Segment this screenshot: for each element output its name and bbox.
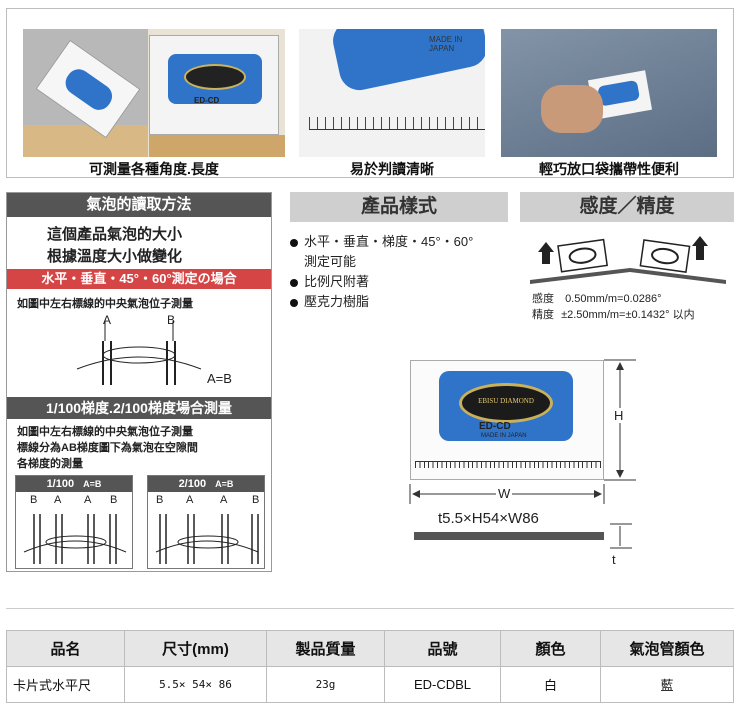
bubble-diagram-horizontal [76, 321, 202, 385]
sensitivity-value: 0.50mm/m=0.0286° [565, 293, 662, 305]
cell-weight: 23g [266, 666, 385, 703]
model-label: ED-CD [479, 421, 511, 432]
cell-code: ED-CDBL [384, 666, 501, 703]
header-code: 品號 [384, 630, 501, 667]
grad2-a1: A [186, 494, 194, 506]
cell-color: 白 [500, 666, 601, 703]
spec-item-2: 比例尺附著 [290, 272, 510, 292]
cell-vial-color: 藍 [600, 666, 734, 703]
header-name: 品名 [6, 630, 125, 667]
gradient-desc-3: 各梯度的測量 [17, 458, 83, 470]
sensitivity-row: 感度 0.50mm/m=0.0286° [532, 290, 661, 306]
header-size: 尺寸(mm) [124, 630, 267, 667]
thickness-label: t [612, 552, 616, 567]
caption-pocket: 輕巧放口袋攜帶性便利 [539, 161, 679, 177]
precision-row: 精度 ±2.50mm/m=±0.1432° 以内 [532, 306, 695, 322]
gradient-1-100-box: 1/100 A=B B A A B [15, 475, 133, 569]
sensitivity-label: 感度 [532, 293, 554, 305]
gradient-1-100-eq: A=B [83, 479, 102, 489]
label-a: A [103, 313, 112, 327]
card-scale [415, 461, 601, 475]
feature-strip: ED-CD MADE IN JAPAN 可測量各種角度.長度 易於判讀清晰 輕巧… [6, 8, 734, 178]
table-row: 卡片式水平尺 5.5× 54× 86 23g ED-CDBL 白 藍 [6, 666, 734, 703]
level-vial [459, 383, 553, 423]
bullet-icon [290, 298, 298, 307]
made-in-label: MADE IN JAPAN [481, 433, 527, 439]
grad1-a2: A [84, 494, 92, 506]
spec-item-3: 壓克力樹脂 [290, 292, 510, 312]
gradient-desc-1: 如圖中左右標線的中央氣泡位子測量 [17, 426, 193, 438]
cell-size: 5.5× 54× 86 [124, 666, 267, 703]
gradient-2-100-title: 2/100 [178, 478, 207, 490]
header-vial-color: 氣泡管顏色 [600, 630, 734, 667]
caption-readable: 易於判讀清晰 [350, 161, 434, 177]
bubble-guide-panel: 氣泡的讀取方法 這個產品氣泡的大小 根據溫度大小做變化 水平・垂直・45°・60… [6, 192, 272, 572]
bubble-guide-title: 氣泡的讀取方法 [7, 193, 271, 217]
horizontal-section-title: 水平・垂直・45°・60°測定の場合 [7, 269, 271, 289]
angle-photo: ED-CD [23, 29, 285, 157]
gradient-desc-2: 標線分為AB梯度圖下為氣泡在空隙間 [17, 442, 198, 454]
product-spec-table: 品名 尺寸(mm) 製品質量 品號 顏色 氣泡管顏色 卡片式水平尺 5.5× 5… [6, 630, 734, 703]
product-card: EBISU DIAMOND ED-CD MADE IN JAPAN [410, 360, 604, 480]
precision-value: ±2.50mm/m=±0.1432° 以内 [561, 309, 695, 321]
height-label: H [614, 408, 624, 423]
table-header-row: 品名 尺寸(mm) 製品質量 品號 顏色 氣泡管顏色 [6, 630, 734, 667]
grad1-b2: B [110, 494, 118, 506]
accuracy-diagram [530, 236, 726, 284]
scale-photo: MADE IN JAPAN [299, 29, 485, 157]
header-color: 顏色 [500, 630, 601, 667]
horizontal-section-desc: 如圖中左右標線的中央氣泡位子測量 [17, 298, 193, 310]
spec-item-1: 水平・垂直・梯度・45°・60° [290, 232, 510, 252]
equation-a-b: A=B [207, 371, 232, 386]
dimension-summary: t5.5×H54×W86 [438, 510, 539, 527]
grad1-b1: B [30, 494, 38, 506]
spec-title: 產品樣式 [290, 192, 508, 222]
spec-list: 水平・垂直・梯度・45°・60° 測定可能 比例尺附著 壓克力樹脂 [290, 232, 510, 312]
spec-item-1b: 測定可能 [304, 254, 357, 269]
bullet-icon [290, 238, 298, 247]
photo-model-label: ED-CD [194, 96, 220, 105]
pocket-photo [501, 29, 717, 157]
grad2-b2: B [252, 494, 260, 506]
cell-name: 卡片式水平尺 [6, 666, 125, 703]
gradient-1-100-title: 1/100 [46, 478, 75, 490]
caption-angle: 可測量各種角度.長度 [89, 161, 219, 177]
gradient-2-100-diagram [155, 514, 259, 564]
bubble-guide-intro-1: 這個產品氣泡的大小 [47, 226, 183, 243]
arrow-up-icon [538, 236, 708, 264]
gradient-section-title: 1/100梯度.2/100梯度場合測量 [7, 397, 271, 419]
scale-photo-madein: MADE IN JAPAN [429, 35, 463, 53]
dimension-lines [409, 359, 636, 549]
bubble-guide-intro-2: 根據溫度大小做變化 [47, 248, 183, 265]
gradient-2-100-box: 2/100 A=B B A A B [147, 475, 265, 569]
grad2-a2: A [220, 494, 228, 506]
accuracy-title: 感度／精度 [520, 192, 734, 222]
gradient-1-100-diagram [23, 514, 127, 564]
gradient-2-100-eq: A=B [215, 479, 234, 489]
section-divider [6, 608, 734, 609]
grad1-a1: A [54, 494, 62, 506]
width-label: W [496, 486, 513, 501]
precision-label: 精度 [532, 309, 554, 321]
header-weight: 製品質量 [266, 630, 385, 667]
brand-logo: EBISU DIAMOND [478, 397, 534, 405]
bullet-icon [290, 278, 298, 287]
label-b: B [167, 313, 176, 327]
grad2-b1: B [156, 494, 164, 506]
